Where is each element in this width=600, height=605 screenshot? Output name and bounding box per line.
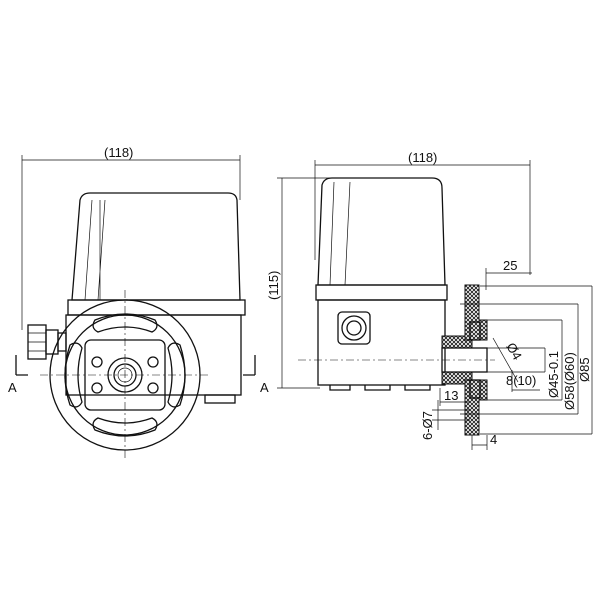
shaft-dia-dimension: Ø4 bbox=[503, 340, 525, 363]
side-window bbox=[337, 311, 371, 345]
flange-depth-dimension: 25 bbox=[503, 258, 517, 273]
side-width-dimension: (118) bbox=[408, 150, 437, 165]
front-width-dimension: (118) bbox=[104, 145, 133, 160]
flange-thickness-dimension: 4 bbox=[490, 432, 497, 447]
bolt-circle-dimension: Ø58(Ø60) bbox=[562, 352, 577, 410]
shaft-length-dimension: 8(10) bbox=[506, 373, 536, 388]
flange-dia-dimension: Ø85 bbox=[577, 357, 592, 382]
section-mark-right: A bbox=[260, 380, 269, 395]
hub-length-dimension: 13 bbox=[444, 388, 458, 403]
section-mark-left: A bbox=[8, 380, 17, 395]
side-view: (118) (115) 25 Ø4 bbox=[266, 150, 593, 450]
side-height-dimension: (115) bbox=[266, 271, 281, 300]
roller-wheel bbox=[40, 290, 210, 460]
cable-gland bbox=[27, 324, 67, 360]
holes-dimension: 6-Ø7 bbox=[420, 411, 435, 440]
front-view: (118) bbox=[8, 145, 269, 460]
spigot-dia-dimension: Ø45-0.1 bbox=[546, 351, 561, 398]
flange-section bbox=[441, 284, 488, 436]
